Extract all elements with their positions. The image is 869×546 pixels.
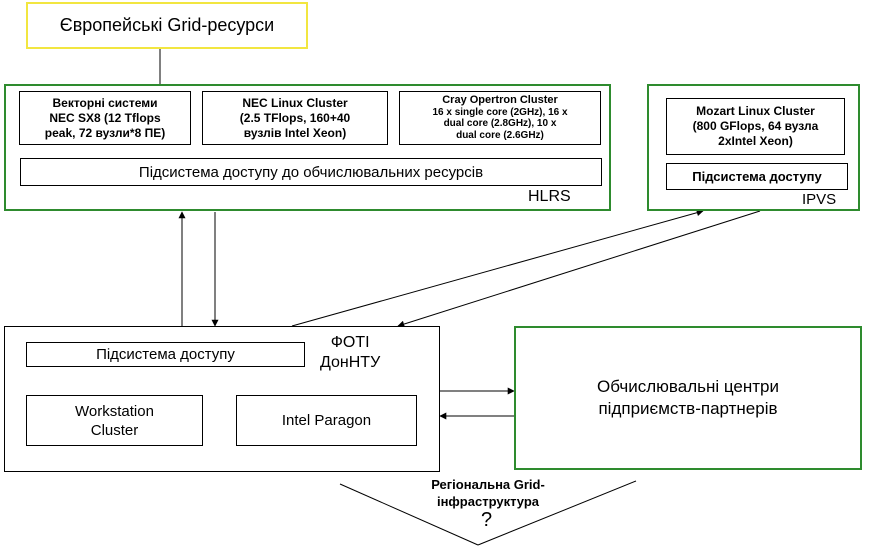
hlrs-box: Векторні системи NEC SX8 (12 Tflops peak…	[4, 84, 611, 211]
mozart-line-3: 2xIntel Xeon)	[718, 134, 793, 148]
regional-left-line	[339, 483, 479, 546]
foti-label-line-1: ФОТІ	[330, 334, 370, 351]
foti-access-subsystem: Підсистема доступу	[26, 342, 305, 367]
mozart-line-1: Mozart Linux Cluster	[696, 104, 815, 118]
workstation-cluster-box: Workstation Cluster	[26, 395, 203, 446]
foti-label-line-2: ДонНТУ	[320, 354, 381, 371]
cray-line-4: dual core (2.6GHz)	[456, 129, 544, 141]
arrow-foti-to-ipvs	[291, 209, 704, 327]
mozart-line-2: (800 GFlops, 64 вузла	[692, 119, 819, 133]
cray-cluster-box: Cray Opertron Cluster 16 x single core (…	[399, 91, 601, 145]
ipvs-label: IPVS	[802, 191, 837, 208]
nec-line-1: NEC Linux Cluster	[242, 95, 348, 110]
european-grid-label: Європейські Grid-ресурси	[59, 15, 275, 35]
cray-line-2: 16 x single core (2GHz), 16 x	[432, 106, 568, 118]
workstation-line-2: Cluster	[90, 421, 139, 439]
nec-line-2: (2.5 TFlops, 160+40	[239, 110, 351, 125]
ipvs-access-subsystem: Підсистема доступу	[666, 163, 848, 190]
foti-label: ФОТІ ДонНТУ	[320, 333, 380, 373]
regional-right-line	[477, 480, 637, 546]
hlrs-access-subsystem: Підсистема доступу до обчислювальних рес…	[20, 158, 602, 186]
vector-systems-box: Векторні системи NEC SX8 (12 Tflops peak…	[19, 91, 191, 145]
question-mark: ?	[481, 509, 493, 531]
nec-linux-cluster-box: NEC Linux Cluster (2.5 TFlops, 160+40 ву…	[202, 91, 388, 145]
cray-line-1: Cray Opertron Cluster	[442, 94, 558, 106]
ipvs-box: Mozart Linux Cluster (800 GFlops, 64 вуз…	[647, 84, 860, 211]
ipvs-access-label: Підсистема доступу	[692, 169, 822, 184]
partners-box: Обчислювальні центри підприємств-партнер…	[514, 326, 862, 470]
workstation-line-1: Workstation	[75, 402, 154, 420]
hlrs-access-label: Підсистема доступу до обчислювальних рес…	[138, 163, 484, 181]
partners-line-1: Обчислювальні центри	[596, 377, 779, 396]
regional-line-2: інфраструктура	[436, 494, 540, 509]
foti-access-label: Підсистема доступу	[96, 346, 235, 363]
vector-line-3: peak, 72 вузли*8 ПЕ)	[44, 125, 166, 140]
regional-line-1: Регіональна Grid-	[431, 477, 545, 492]
partners-line-2: підприємств-партнерів	[598, 399, 778, 418]
cray-line-3: dual core (2.8GHz), 10 x	[443, 118, 557, 129]
regional-grid-label: Регіональна Grid- інфраструктура	[408, 476, 568, 510]
nec-line-3: вузлів Intel Xeon)	[243, 125, 347, 140]
vector-line-2: NEC SX8 (12 Tflops	[49, 110, 161, 125]
foti-box: Підсистема доступу ФОТІ ДонНТУ Workstati…	[4, 326, 440, 472]
mozart-cluster-box: Mozart Linux Cluster (800 GFlops, 64 вуз…	[666, 98, 845, 155]
intel-paragon-label: Intel Paragon	[281, 412, 372, 429]
hlrs-label: HLRS	[528, 188, 571, 205]
arrow-ipvs-to-foti	[397, 210, 761, 328]
european-grid-box: Європейські Grid-ресурси	[26, 2, 308, 49]
vector-line-1: Векторні системи	[52, 95, 158, 110]
intel-paragon-box: Intel Paragon	[236, 395, 417, 446]
